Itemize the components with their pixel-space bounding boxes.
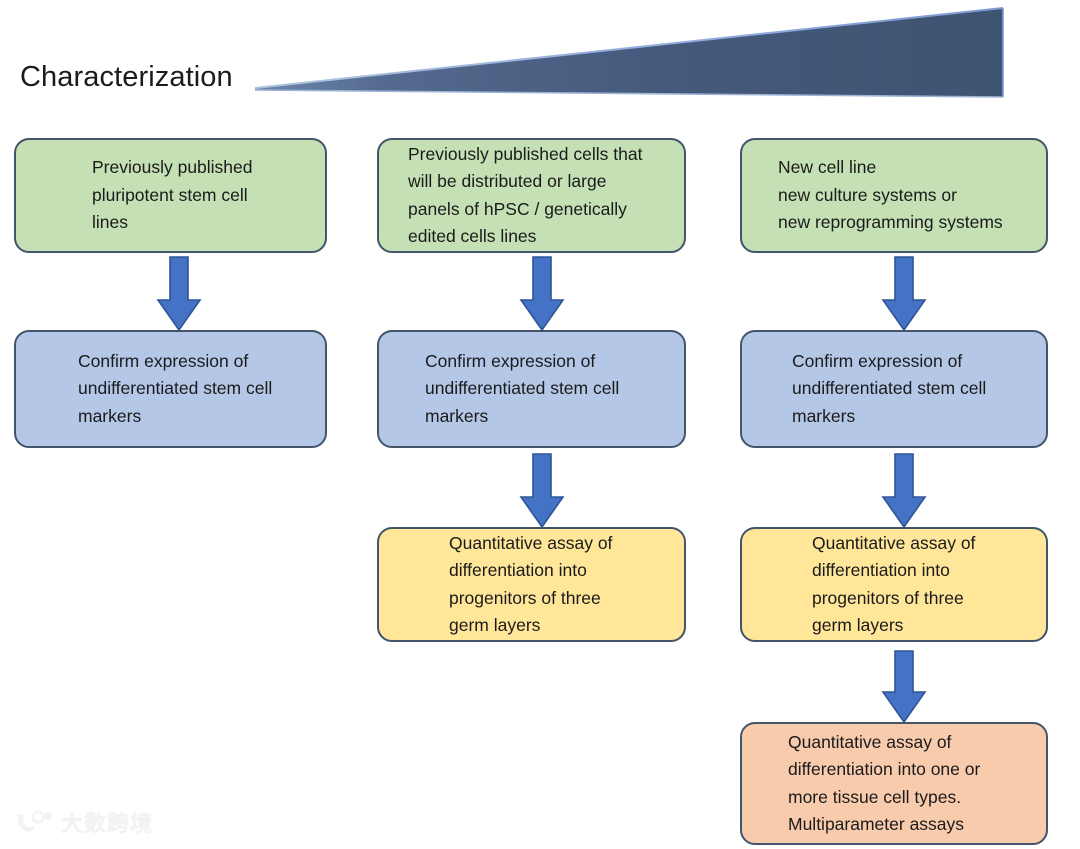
node-label: New cell line new culture systems or new…	[778, 157, 1003, 233]
arrow-col3-confirm-to-quant	[881, 453, 927, 529]
arrow-col3-quant-to-tissue	[881, 650, 927, 724]
node-label: Quantitative assay of differentiation in…	[449, 532, 613, 636]
node-col2-quant[interactable]: Quantitative assay of differentiation in…	[377, 527, 686, 642]
arrow-col3-start-to-confirm	[881, 256, 927, 332]
node-col1-start[interactable]: Previously published pluripotent stem ce…	[14, 138, 327, 253]
node-col2-start[interactable]: Previously published cells that will be …	[377, 138, 686, 253]
arrow-col2-start-to-confirm	[519, 256, 565, 332]
page-title: Characterization	[20, 61, 233, 93]
node-label: Previously published cells that will be …	[408, 143, 643, 247]
node-col3-quant[interactable]: Quantitative assay of differentiation in…	[740, 527, 1048, 642]
dashujingjing-logo-icon	[17, 810, 52, 832]
node-col3-start[interactable]: New cell line new culture systems or new…	[740, 138, 1048, 253]
node-col3-tissue[interactable]: Quantitative assay of differentiation in…	[740, 722, 1048, 845]
node-label: Quantitative assay of differentiation in…	[812, 532, 976, 636]
watermark-text: 大数跨境	[61, 811, 154, 836]
node-label: Previously published pluripotent stem ce…	[92, 157, 253, 233]
node-label: Confirm expression of undifferentiated s…	[425, 350, 620, 426]
node-col3-confirm[interactable]: Confirm expression of undifferentiated s…	[740, 330, 1048, 448]
node-label: Quantitative assay of differentiation in…	[788, 731, 981, 835]
node-label: Confirm expression of undifferentiated s…	[792, 350, 987, 426]
node-col2-confirm[interactable]: Confirm expression of undifferentiated s…	[377, 330, 686, 448]
arrow-col2-confirm-to-quant	[519, 453, 565, 529]
arrow-col1-start-to-confirm	[156, 256, 202, 332]
node-col1-confirm[interactable]: Confirm expression of undifferentiated s…	[14, 330, 327, 448]
node-label: Confirm expression of undifferentiated s…	[78, 350, 273, 426]
watermark: 大数跨境	[14, 806, 153, 838]
